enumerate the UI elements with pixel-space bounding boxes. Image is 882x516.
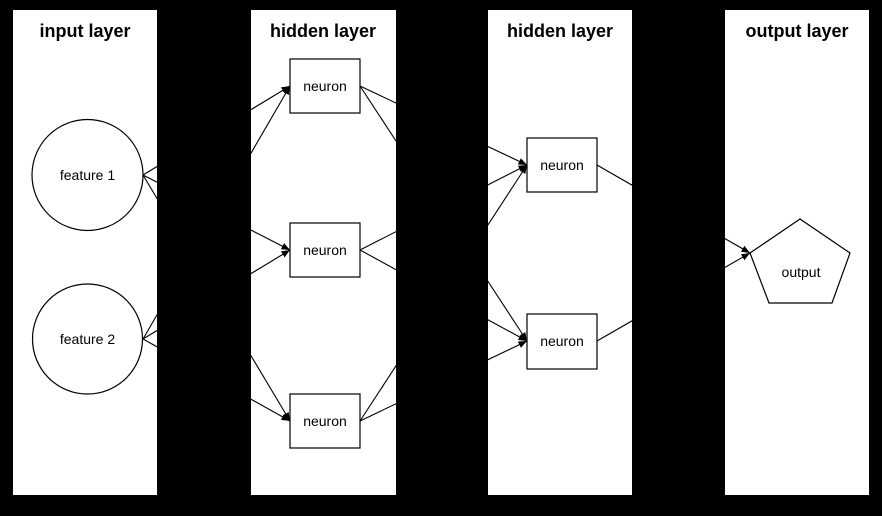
node-hidden2-neuron-1 [526, 137, 598, 193]
edge-hidden1-neuron-2-hidden2-neuron-2 [359, 249, 528, 342]
edge-hidden1-neuron-3-hidden2-neuron-2 [359, 340, 528, 422]
panel-hidden-layer-2 [488, 10, 632, 495]
edge-hidden2-neuron-2-output [596, 252, 751, 342]
edge-hidden1-neuron-2-hidden2-neuron-1 [359, 164, 528, 251]
feature-2-label: feature 2 [60, 331, 115, 347]
edge-hidden1-neuron-1-hidden2-neuron-1 [359, 85, 528, 166]
edge-hidden1-neuron-1-hidden2-neuron-2 [359, 85, 528, 342]
hidden-layer-2-title: hidden layer [507, 21, 613, 41]
output-layer-title: output layer [745, 21, 848, 41]
node-feature-2 [31, 283, 144, 395]
edge-feature-1-hidden1-neuron-3 [142, 174, 291, 422]
hidden2-neuron-1-label: neuron [540, 157, 584, 173]
node-hidden2-neuron-2 [526, 313, 598, 370]
hidden-layer-1-title: hidden layer [270, 21, 376, 41]
edges [142, 85, 751, 422]
edge-feature-2-hidden1-neuron-3 [142, 338, 291, 422]
edge-hidden1-neuron-3-hidden2-neuron-1 [359, 164, 528, 422]
node-hidden1-neuron-3 [289, 393, 361, 449]
hidden1-neuron-3-label: neuron [303, 413, 347, 429]
hidden1-neuron-1-label: neuron [303, 78, 347, 94]
input-layer-title: input layer [39, 21, 130, 41]
edge-feature-1-hidden1-neuron-1 [142, 85, 291, 176]
feature-1-label: feature 1 [60, 167, 115, 183]
edge-feature-2-hidden1-neuron-2 [142, 249, 291, 340]
hidden2-neuron-2-label: neuron [540, 333, 584, 349]
edge-hidden2-neuron-1-output [596, 164, 751, 254]
panel-input-layer [13, 10, 157, 495]
output-label: output [782, 264, 821, 280]
hidden1-neuron-2-label: neuron [303, 242, 347, 258]
node-output-pentagon [749, 218, 851, 304]
edge-feature-2-hidden1-neuron-1 [142, 85, 291, 340]
